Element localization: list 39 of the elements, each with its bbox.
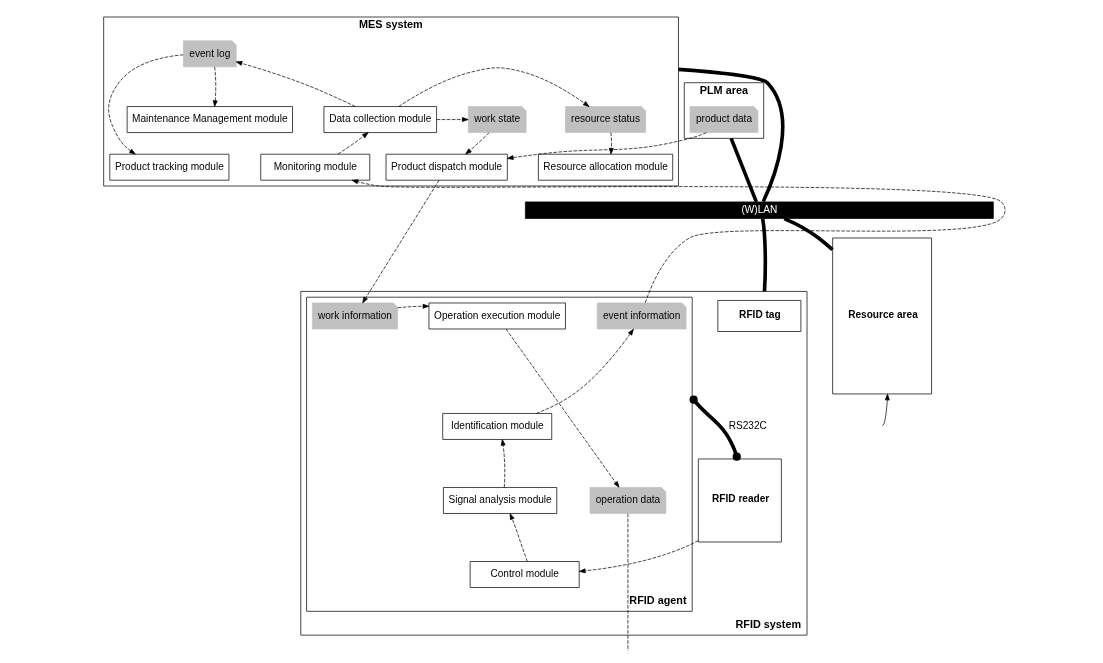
arrow	[465, 132, 490, 155]
node-box: RFID reader	[698, 458, 782, 543]
node-box: Maintenance Management module	[126, 106, 293, 133]
connector	[689, 395, 741, 461]
connector	[627, 513, 629, 652]
arrow	[235, 61, 356, 107]
node-box: RFID tag	[717, 300, 802, 332]
arrow	[397, 303, 430, 309]
node-box: Identification module	[442, 413, 553, 440]
edge-label: RS232C	[728, 420, 767, 432]
connector	[760, 218, 768, 292]
node-box: Data collection module	[323, 106, 437, 133]
arrow	[108, 54, 184, 155]
node-box: Resource allocation module	[538, 153, 674, 181]
arrow	[882, 393, 890, 427]
arrow	[362, 179, 440, 304]
arrow	[351, 179, 1006, 304]
connector	[729, 137, 759, 203]
arrow	[436, 117, 469, 122]
arrow	[337, 132, 369, 155]
node-box: Control module	[469, 561, 580, 588]
node-box: Operation execution module	[428, 302, 566, 330]
arrow	[509, 513, 528, 562]
node-box: Product tracking module	[109, 153, 230, 181]
arrow	[579, 540, 699, 574]
node-box: Product dispatch module	[385, 153, 508, 181]
node-box: Resource area	[832, 237, 932, 395]
arrow	[507, 132, 707, 160]
arrow	[500, 439, 506, 488]
connector	[783, 216, 834, 252]
connector	[678, 67, 785, 203]
arrow	[609, 132, 614, 155]
arrow	[398, 67, 590, 107]
node-box: Signal analysis module	[443, 487, 558, 514]
node-box: Monitoring module	[260, 153, 371, 181]
arrow	[536, 328, 634, 414]
arrow	[212, 66, 218, 107]
arrow	[505, 328, 620, 488]
node-box: (W)LAN	[525, 201, 994, 219]
